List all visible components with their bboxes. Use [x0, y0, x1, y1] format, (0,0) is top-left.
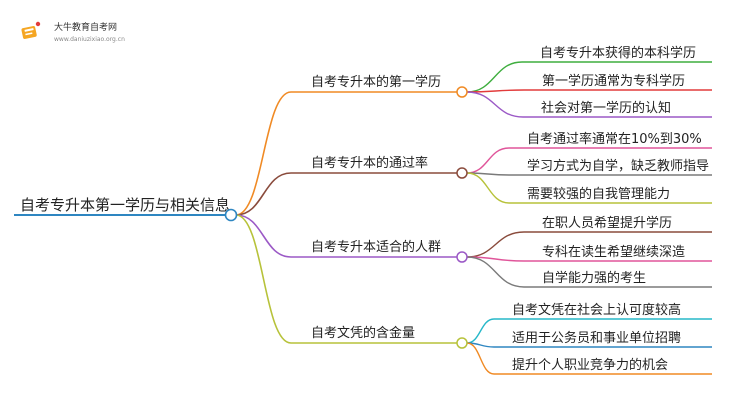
leaf-node-label[interactable]: 自学能力强的考生 [542, 270, 646, 286]
edge-root-to-branch [235, 91, 292, 216]
leaf-node-label[interactable]: 专科在读生希望继续深造 [542, 244, 685, 260]
site-logo[interactable]: 大牛教育自考网 www.daniuzixiao.org.cn [21, 21, 125, 43]
branch-node-connector[interactable] [456, 167, 468, 179]
leaf-node-label[interactable]: 第一学历通常为专科学历 [542, 73, 685, 89]
branch-node-connector[interactable] [456, 251, 468, 263]
mindmap-nodes: 自考专升本第一学历与相关信息 自考专升本的第一学历 自考专升本获得的本科学历第一学历… [20, 45, 709, 373]
edge-branch-to-leaf [466, 231, 525, 258]
logo-book-icon [21, 21, 41, 39]
edge-root-to-branch [235, 172, 292, 216]
edge-branch-to-leaf [466, 147, 510, 174]
leaf-node-label[interactable]: 自考专升本获得的本科学历 [540, 45, 696, 61]
root-node-connector[interactable] [224, 208, 238, 222]
leaf-node-label[interactable]: 社会对第一学历的认知 [541, 100, 671, 116]
edge-branch-to-leaf [466, 172, 510, 204]
branch-node-label[interactable]: 自考文凭的含金量 [311, 325, 415, 341]
edge-branch-to-leaf [466, 61, 523, 93]
leaf-node-label[interactable]: 自考通过率通常在10%到30% [527, 131, 702, 147]
edge-branch-to-leaf [466, 318, 495, 344]
edge-root-to-branch [235, 214, 292, 258]
branch-node-connector[interactable] [456, 86, 468, 98]
edge-root-to-branch [235, 214, 292, 344]
mindmap-edges [14, 61, 712, 375]
leaf-node-label[interactable]: 在职人员希望提升学历 [542, 215, 672, 231]
logo-name: 大牛教育自考网 [54, 21, 117, 33]
leaf-node-label[interactable]: 学习方式为自学，缺乏教师指导 [527, 158, 709, 174]
branch-node-connector[interactable] [456, 337, 468, 349]
edge-branch-to-leaf [466, 342, 495, 375]
branch-node-label[interactable]: 自考专升本的第一学历 [311, 74, 441, 90]
branch-node-label[interactable]: 自考专升本的通过率 [311, 155, 428, 171]
leaf-node-label[interactable]: 需要较强的自我管理能力 [527, 186, 670, 202]
leaf-node-label[interactable]: 提升个人职业竞争力的机会 [512, 357, 668, 373]
branch-node-label[interactable]: 自考专升本适合的人群 [311, 239, 441, 255]
edge-branch-to-leaf [466, 256, 525, 288]
leaf-node-label[interactable]: 自考文凭在社会上认可度较高 [512, 302, 681, 318]
logo-url: www.daniuzixiao.org.cn [54, 36, 125, 43]
leaf-node-label[interactable]: 适用于公务员和事业单位招聘 [512, 330, 681, 346]
edge-branch-to-leaf [466, 91, 524, 118]
root-node-label[interactable]: 自考专升本第一学历与相关信息 [20, 196, 230, 214]
